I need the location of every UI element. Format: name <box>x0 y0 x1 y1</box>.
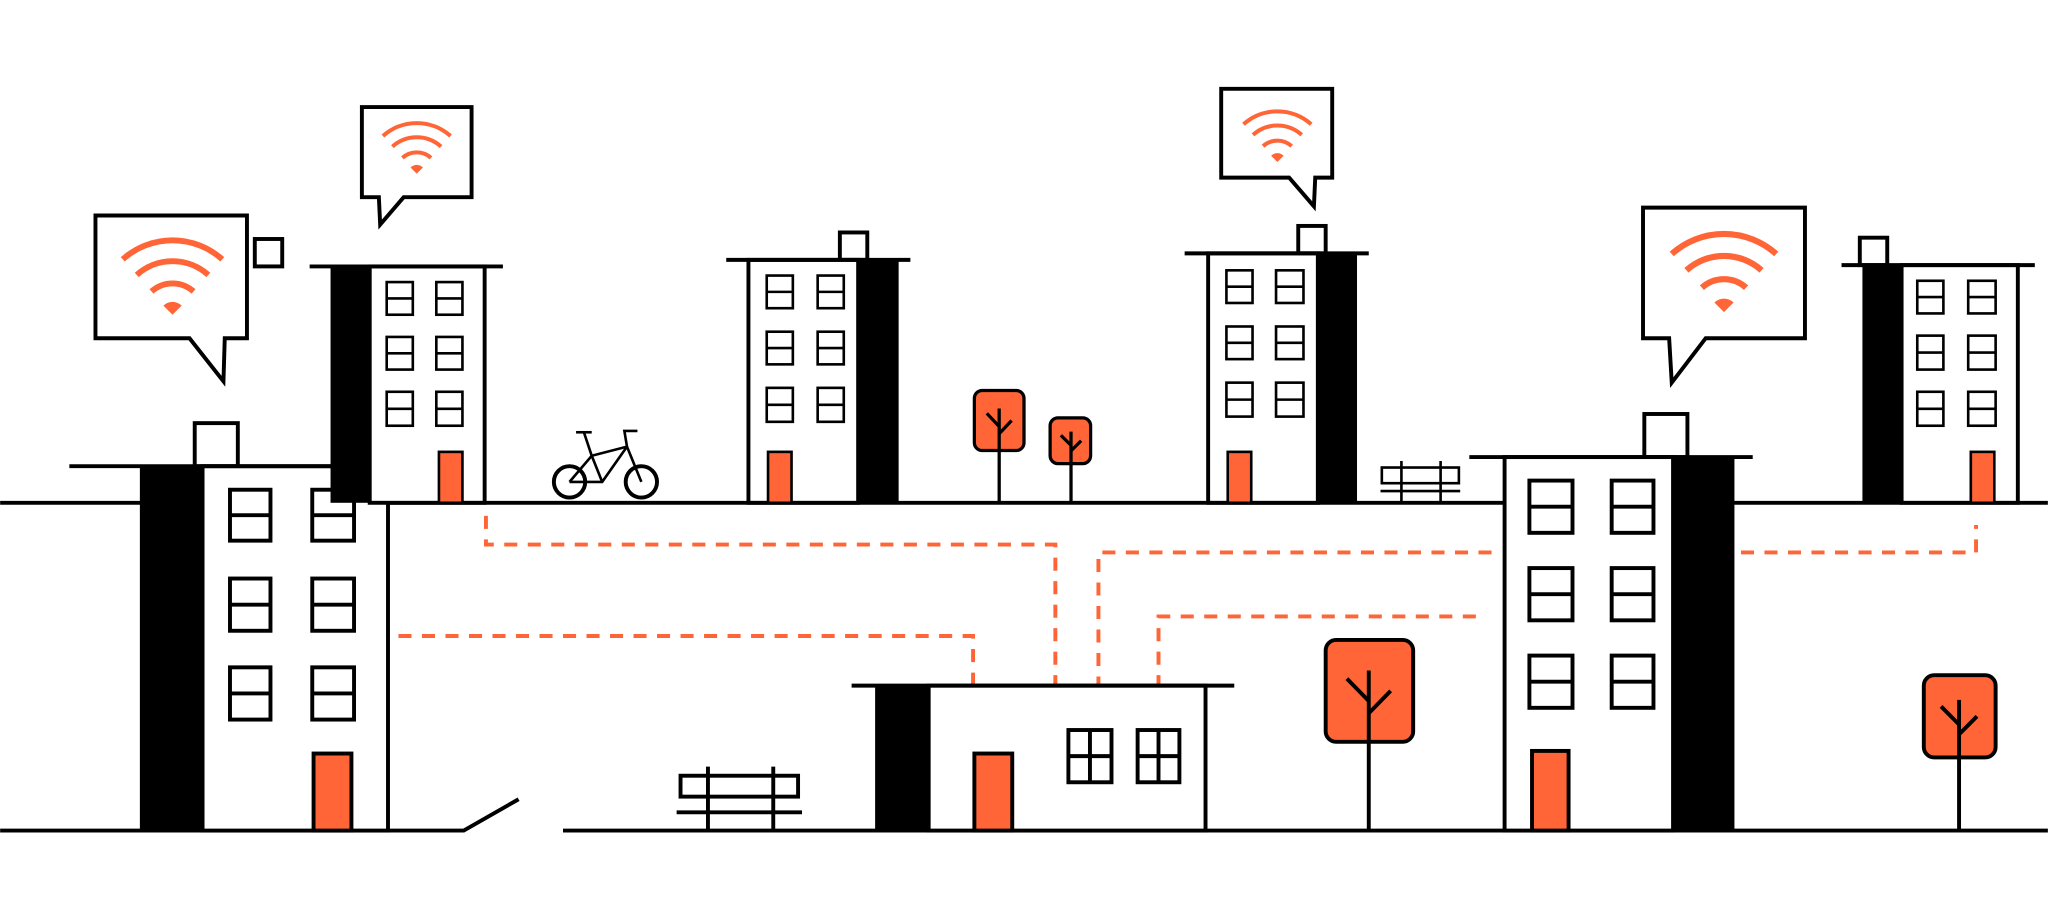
door <box>766 450 793 505</box>
network-connections <box>398 515 1978 686</box>
wifi-icon <box>123 240 223 314</box>
building-shadow-side <box>330 266 370 503</box>
buildings <box>69 223 2035 833</box>
door <box>972 751 1015 833</box>
tree-icon <box>1921 673 1998 831</box>
door <box>1530 748 1571 833</box>
tree-branch <box>997 419 1013 435</box>
tree-branch <box>1059 434 1073 447</box>
trees <box>972 388 1998 831</box>
chimney <box>1642 412 1690 460</box>
building-shadow-side <box>858 259 899 503</box>
wifi-bubble <box>93 213 249 387</box>
wifi-icon <box>1672 234 1776 312</box>
chimney <box>252 237 285 269</box>
tree-icon <box>972 388 1026 503</box>
bench-icon <box>676 766 802 831</box>
building-shadow-side <box>1317 253 1358 503</box>
wifi-bubble <box>1641 205 1807 389</box>
door <box>1226 450 1253 505</box>
tree-branch <box>985 412 1001 428</box>
bench-icon <box>1380 461 1461 503</box>
door <box>437 450 464 505</box>
wifi-bubble <box>359 105 474 230</box>
building-icon <box>69 421 416 833</box>
chimney <box>1296 223 1328 256</box>
building-icon <box>252 237 503 505</box>
tree-branch <box>1939 705 1961 726</box>
building-shadow-side <box>1862 265 1902 503</box>
wifi-icon <box>380 121 453 176</box>
chimney <box>837 230 870 262</box>
wifi-bubble <box>1219 86 1335 212</box>
door <box>1969 450 1996 505</box>
network-line <box>398 634 976 686</box>
bicycle-icon <box>551 429 659 500</box>
speech-bubble-icon <box>359 105 474 230</box>
tree-branch <box>1069 439 1083 452</box>
wifi-icon <box>1241 109 1314 164</box>
building-icon <box>851 683 1235 833</box>
speech-bubble-icon <box>93 213 249 387</box>
chimney <box>1857 235 1890 268</box>
building-shadow-side <box>1673 457 1735 831</box>
network-line <box>1156 614 1476 686</box>
building-icon <box>1469 412 1753 833</box>
tree-branch <box>1957 714 1979 736</box>
speech-bubble-icon <box>1641 205 1807 389</box>
building-shadow-side <box>139 466 203 831</box>
door <box>311 751 354 833</box>
building-icon <box>1184 223 1369 505</box>
network-line <box>483 515 1058 686</box>
tree-icon <box>1323 637 1416 831</box>
chimney <box>192 421 240 469</box>
building-icon <box>1841 235 2035 505</box>
building-shadow-side <box>875 685 929 831</box>
tree-icon <box>1048 416 1093 503</box>
network-line <box>1740 524 1978 555</box>
speech-bubble-icon <box>1219 86 1335 212</box>
network-line <box>1096 550 1492 686</box>
tree-branch <box>1345 677 1371 703</box>
tree-branch <box>1367 689 1393 715</box>
building-icon <box>726 230 911 505</box>
